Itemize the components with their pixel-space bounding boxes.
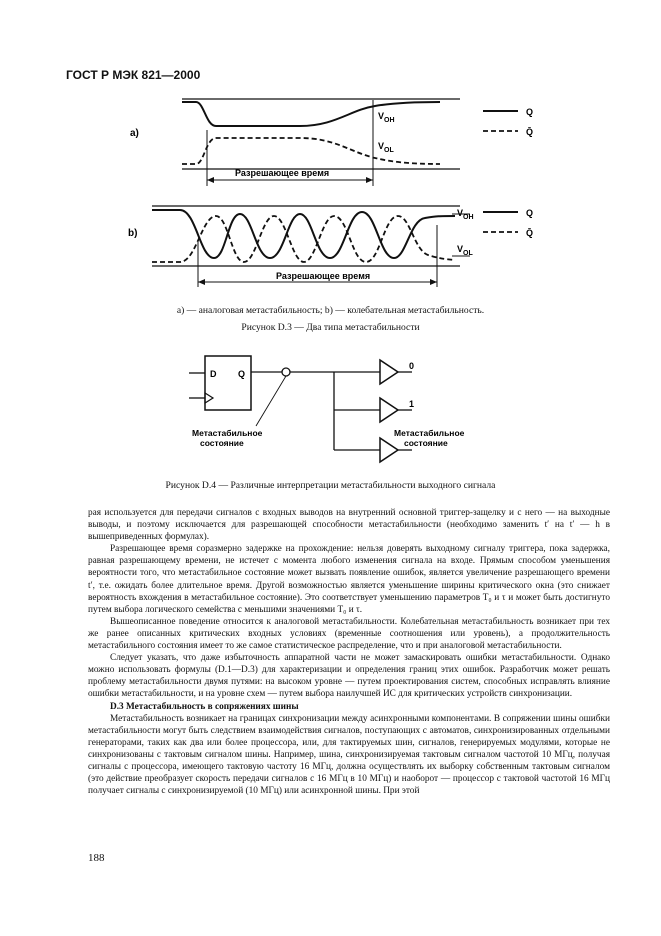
legend-q-a: Q xyxy=(526,107,533,117)
svg-text:VOL: VOL xyxy=(378,141,394,154)
voh-sub-a: OH xyxy=(384,117,395,124)
meta-state-left-2: состояние xyxy=(200,438,244,448)
legend-q-b: Q xyxy=(526,208,533,218)
clock-input-icon xyxy=(204,391,215,405)
output-1-label: 1 xyxy=(409,399,414,409)
voh-label-b: V xyxy=(457,208,463,218)
section-heading: D.3 Метастабильность в сопряжениях шины xyxy=(110,701,299,712)
paragraph-5: Метастабильность возникает на границах с… xyxy=(88,713,610,797)
meta-state-right-1: Метастабильное xyxy=(394,428,465,438)
figure-d3-subcaption: a) — аналоговая метастабильность; b) — к… xyxy=(176,305,485,316)
buffer-output-1 xyxy=(379,396,400,424)
panel-b xyxy=(152,205,470,287)
legend-qbar-b: Q̄ xyxy=(526,228,533,238)
figure-d4: D Q 0 1 Метастабильное состояние Метаста… xyxy=(189,355,465,464)
paragraph-1: рая используется для передачи сигналов с… xyxy=(88,508,610,543)
panel-a xyxy=(182,98,460,186)
vol-label-b: V xyxy=(457,244,463,254)
figure-d4-caption: Рисунок D.4 — Различные интерпретации ме… xyxy=(165,480,496,491)
resolve-time-label-a: Разрешающее время xyxy=(235,168,329,178)
voh-sub-b: OH xyxy=(463,214,474,221)
svg-text:VOH: VOH xyxy=(457,208,474,221)
pin-q-label: Q xyxy=(238,369,245,379)
output-0-label: 0 xyxy=(409,361,414,371)
paragraph-2: Разрешающее время соразмерно задержке на… xyxy=(88,544,610,615)
buffer-output-0 xyxy=(379,358,400,386)
page-header: ГОСТ Р МЭК 821—2000 xyxy=(66,68,201,82)
vol-sub-b: OL xyxy=(463,250,473,257)
svg-text:VOL: VOL xyxy=(457,244,473,257)
figure-d3: a) VOH VOL Разрешающее время Q Q̄ b) VOH… xyxy=(128,98,533,287)
legend-qbar-a: Q̄ xyxy=(526,127,533,137)
pin-d-label: D xyxy=(210,369,217,379)
panel-b-label: b) xyxy=(128,228,137,239)
paragraph-3: Вышеописанное поведение относится к анал… xyxy=(88,616,610,652)
svg-text:VOH: VOH xyxy=(378,111,395,124)
metastable-node xyxy=(281,367,291,377)
meta-state-right-2: состояние xyxy=(404,438,448,448)
figure-d3-caption: Рисунок D.3 — Два типа метастабильности xyxy=(241,322,420,333)
body-text: рая используется для передачи сигналов с… xyxy=(88,507,610,797)
voh-label-a: V xyxy=(378,111,384,121)
panel-a-label: a) xyxy=(130,128,139,139)
vol-sub-a: OL xyxy=(384,147,394,154)
paragraph-4: Следует указать, что даже избыточность а… xyxy=(88,653,610,700)
vol-label-a: V xyxy=(378,141,384,151)
buffer-output-meta xyxy=(379,436,400,464)
flipflop-block xyxy=(204,355,252,411)
page-number: 188 xyxy=(88,852,105,864)
meta-state-left-1: Метастабильное xyxy=(192,428,263,438)
resolve-time-label-b: Разрешающее время xyxy=(276,271,370,281)
